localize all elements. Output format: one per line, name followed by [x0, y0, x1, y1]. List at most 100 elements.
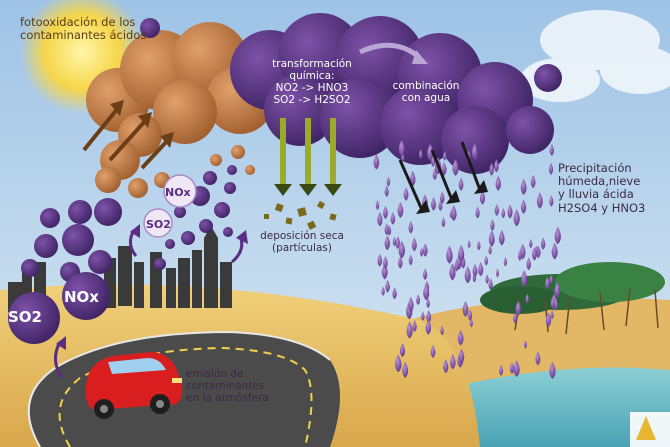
- rain-drop: [549, 195, 554, 207]
- rain-drop: [458, 348, 465, 364]
- rain-drop: [412, 320, 417, 332]
- rain-drop: [386, 176, 391, 187]
- rain-drop: [427, 143, 434, 162]
- rain-drop: [550, 296, 555, 309]
- rain-drop: [501, 208, 506, 219]
- rain-drop: [403, 187, 409, 201]
- rain-drop: [395, 237, 400, 249]
- label-line: contaminantes ácidos: [20, 28, 147, 43]
- rain-drop: [490, 219, 495, 231]
- rain-drop: [431, 197, 436, 211]
- rain-drop: [384, 185, 389, 197]
- rain-arrows: [398, 141, 488, 214]
- rain-drop: [454, 259, 459, 272]
- rain-drop: [438, 200, 443, 211]
- rain-drop: [440, 325, 444, 336]
- rain-drop: [509, 362, 515, 374]
- rain-drop: [488, 245, 492, 255]
- rain-drop: [449, 263, 456, 281]
- rain-drop: [375, 200, 380, 210]
- so2-bubble: [8, 292, 60, 344]
- rain-drop: [383, 256, 388, 269]
- rain-drop: [458, 177, 464, 191]
- label-line: emisión de: [186, 368, 244, 380]
- rain-drop: [422, 243, 428, 257]
- rain-drop: [507, 204, 513, 219]
- label-line: H2SO4 y HNO3: [558, 200, 646, 215]
- rain-drop: [416, 294, 420, 306]
- rain-drop: [425, 319, 432, 335]
- rain-drop: [411, 237, 417, 252]
- rain-drop: [377, 253, 383, 267]
- rain-drop: [464, 266, 471, 284]
- rain-drop: [392, 287, 397, 300]
- rain-drop: [526, 257, 531, 271]
- rain-drop: [449, 209, 453, 219]
- rain-drop: [450, 354, 456, 370]
- rain-drop: [489, 162, 494, 176]
- label-dry-deposition: deposición seca (partículas): [252, 230, 352, 254]
- rain-drop: [478, 262, 484, 277]
- rain-drop: [398, 139, 405, 157]
- orange-puffs: [95, 145, 255, 198]
- rain-drop: [400, 346, 404, 356]
- rain-drop: [517, 249, 522, 261]
- brown-up-arrows: [82, 100, 174, 170]
- label-chemical-transformation: transformación química: NO2 -> HNO3 SO2 …: [257, 58, 367, 106]
- label-line: química:: [289, 70, 335, 83]
- rain-drop: [513, 209, 520, 227]
- dry-deposition-arrows: [264, 118, 342, 230]
- label-line: (partículas): [272, 242, 332, 255]
- rain-drop: [441, 217, 446, 228]
- rain-drop: [503, 257, 508, 267]
- label-line: con agua: [401, 92, 451, 105]
- rain-drop: [553, 297, 559, 311]
- rain-drop: [406, 321, 413, 339]
- rain-drop: [515, 300, 521, 316]
- rain-drop: [423, 283, 430, 301]
- rain-drop: [495, 175, 501, 191]
- rain-drop: [479, 190, 486, 205]
- rain-drop: [383, 205, 388, 220]
- rain-drop: [499, 364, 504, 376]
- label-line: SO2 -> H2SO2: [273, 94, 351, 107]
- label-line: y lluvia ácida: [558, 187, 634, 202]
- label-line: transformación: [272, 58, 352, 70]
- rain-drop: [494, 159, 499, 173]
- rain-drop: [408, 221, 414, 234]
- road-edge: [27, 330, 331, 447]
- road-center-line: [58, 346, 313, 447]
- rain-drop: [549, 274, 553, 285]
- so2-small-label: SO2: [146, 218, 171, 231]
- rain-drop: [392, 236, 397, 247]
- rain-drop: [551, 242, 558, 260]
- car: [85, 352, 183, 419]
- label-combination-water: combinación con agua: [376, 80, 476, 104]
- rain-drop: [530, 174, 536, 189]
- rain-drop: [469, 318, 473, 328]
- rain-drop: [452, 158, 459, 176]
- rain-drop: [525, 293, 529, 304]
- label-line: húmeda,nieve: [558, 174, 641, 189]
- rain-drop: [520, 178, 527, 195]
- rain-drop: [384, 235, 390, 251]
- rain-drop: [498, 229, 505, 246]
- rain-drop: [398, 240, 406, 259]
- rain-drop: [432, 168, 437, 181]
- rain-drop: [468, 309, 473, 321]
- nox-label: NOx: [64, 288, 99, 306]
- label-line: en la atmósfera: [186, 392, 269, 405]
- rain-drop: [462, 300, 469, 317]
- label-line: Precipitación: [558, 161, 632, 175]
- acid-rain-drops: [373, 139, 561, 379]
- rain-drop: [550, 310, 554, 320]
- rain-drop: [373, 153, 380, 170]
- rain-drop: [535, 351, 541, 366]
- rain-drop: [475, 206, 480, 219]
- rain-drop: [398, 256, 403, 269]
- so2-label: SO2: [8, 308, 42, 326]
- rain-drop: [408, 254, 413, 266]
- rain-drop: [430, 344, 436, 358]
- rain-drop: [485, 274, 489, 284]
